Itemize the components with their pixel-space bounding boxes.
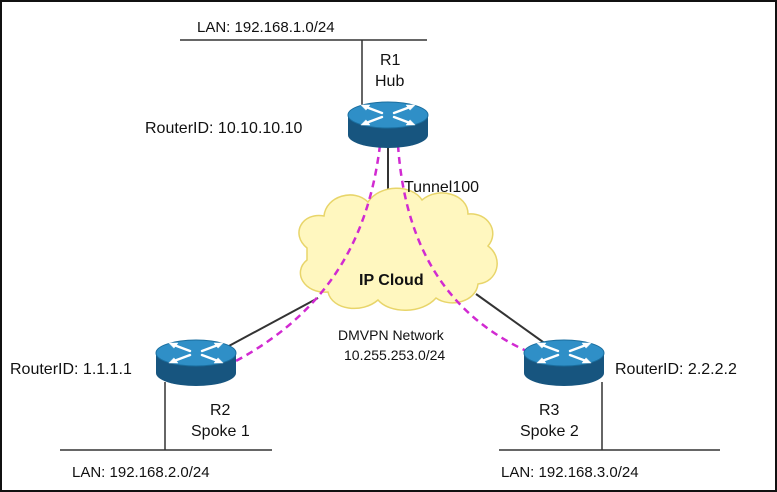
spoke1-router-id: RouterID: 1.1.1.1 — [10, 361, 132, 378]
dmvpn-network-subnet: 10.255.253.0/24 — [344, 347, 445, 363]
spoke2-lan-label: LAN: 192.168.3.0/24 — [501, 464, 639, 481]
spoke1-role: Spoke 1 — [191, 423, 250, 440]
spoke2-name: R3 — [539, 402, 560, 419]
tunnel-hub-spoke2 — [396, 144, 555, 364]
spoke2-role: Spoke 2 — [520, 423, 579, 440]
cloud-icon — [298, 187, 498, 311]
spoke1-lan-label: LAN: 192.168.2.0/24 — [72, 464, 210, 481]
router-icon — [522, 338, 606, 388]
spoke1-cloud-link — [226, 297, 319, 348]
router-icon — [154, 338, 238, 388]
spoke2-cloud-link — [475, 293, 551, 348]
hub-lan-label: LAN: 192.168.1.0/24 — [197, 19, 335, 36]
tunnel-hub-spoke1 — [233, 144, 382, 364]
cloud-label: IP Cloud — [359, 272, 424, 289]
spoke2-router-id: RouterID: 2.2.2.2 — [615, 361, 737, 378]
hub-router-id: RouterID: 10.10.10.10 — [145, 120, 303, 137]
spoke1-name: R2 — [210, 402, 231, 419]
router-icon — [346, 100, 430, 150]
hub-role: Hub — [375, 73, 404, 90]
dmvpn-network-name: DMVPN Network — [338, 327, 445, 343]
tunnel-label: Tunnel100 — [404, 179, 479, 196]
hub-name: R1 — [380, 52, 401, 69]
